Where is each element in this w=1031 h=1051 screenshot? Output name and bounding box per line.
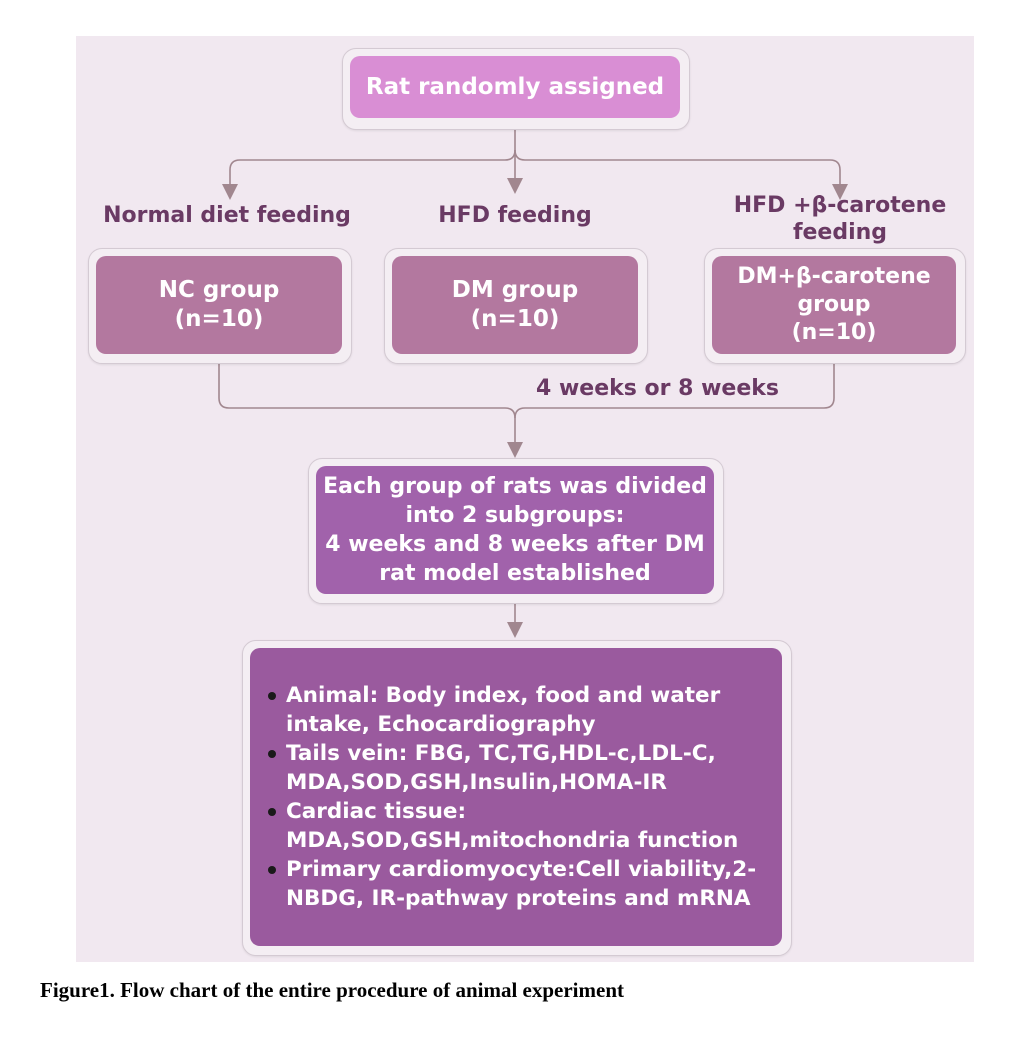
- branch-label-normal: Normal diet feeding: [103, 203, 351, 228]
- top-box: Rat randomly assigned: [350, 56, 680, 118]
- dm-group-box: DM group (n=10): [392, 256, 638, 354]
- merge-label: 4 weeks or 8 weeks: [536, 376, 779, 401]
- outcome-cardiac-tissue: Cardiac tissue:MDA,SOD,GSH,mitochondria …: [268, 797, 756, 855]
- bullet-icon: [268, 692, 276, 700]
- bullet-icon: [268, 808, 276, 816]
- top-box-text: Rat randomly assigned: [365, 74, 665, 100]
- bullet-icon: [268, 866, 276, 874]
- branch-label-hfd-carotene: HFD +β-carotene feeding: [733, 193, 947, 245]
- outcome-primary-cardiomyocyte: Primary cardiomyocyte:Cell viability,2-N…: [268, 855, 756, 913]
- outcome-tails-vein: Tails vein: FBG, TC,TG,HDL-c,LDL-C,MDA,S…: [268, 739, 756, 797]
- branch-label-hfd: HFD feeding: [438, 203, 592, 228]
- subgroup-box: Each group of rats was divided into 2 su…: [316, 466, 714, 594]
- dm-carotene-group-box: DM+β-carotene group (n=10): [712, 256, 956, 354]
- merge-connector: [218, 364, 516, 448]
- figure-caption: Figure1. Flow chart of the entire proced…: [40, 978, 625, 1002]
- nc-group-box: NC group (n=10): [96, 256, 342, 354]
- split-connector: [229, 130, 516, 188]
- bullet-icon: [268, 750, 276, 758]
